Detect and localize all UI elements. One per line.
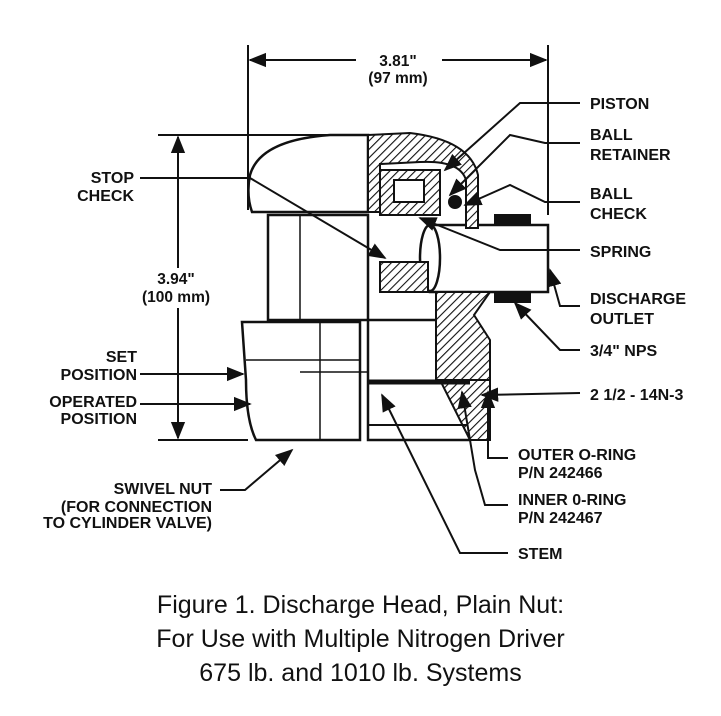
label-thread: 2 1/2 - 14N-3 (590, 387, 683, 404)
label-stop-check-2: CHECK (77, 188, 134, 205)
label-nps: 3/4" NPS (590, 343, 658, 360)
hex-body (266, 213, 370, 322)
figure-caption: Figure 1. Discharge Head, Plain Nut: For… (0, 588, 721, 690)
label-outer-oring-1: OUTER O-RING (518, 447, 636, 464)
leader-lines (140, 102, 581, 554)
o-rings (300, 371, 470, 426)
label-discharge-outlet-2: OUTLET (590, 311, 654, 328)
ball-check (448, 195, 462, 209)
swivel-nut (240, 320, 362, 442)
labels: PISTON BALL RETAINER BALL CHECK SPRING D… (43, 96, 686, 563)
label-spring: SPRING (590, 244, 651, 261)
label-operated-position-1: OPERATED (49, 394, 137, 411)
label-inner-oring-1: INNER 0-RING (518, 492, 626, 509)
label-ball-retainer-1: BALL (590, 127, 633, 144)
top-cap (247, 133, 370, 214)
label-operated-position-2: POSITION (61, 411, 137, 428)
caption-line-3: 675 lb. and 1010 lb. Systems (199, 659, 522, 687)
label-ball-retainer-2: RETAINER (590, 147, 671, 164)
label-swivel-nut-3: TO CYLINDER VALVE) (43, 515, 212, 532)
label-outer-oring-2: P/N 242466 (518, 465, 603, 482)
height-inches: 3.94" (157, 271, 195, 288)
height-mm: (100 mm) (142, 289, 210, 306)
label-stem: STEM (518, 546, 562, 563)
label-discharge-outlet-1: DISCHARGE (590, 291, 686, 308)
label-set-position-2: POSITION (61, 367, 137, 384)
label-ball-check-1: BALL (590, 186, 633, 203)
label-piston: PISTON (590, 96, 649, 113)
label-stop-check-1: STOP (91, 170, 135, 187)
caption-line-2: For Use with Multiple Nitrogen Driver (156, 625, 565, 653)
label-inner-oring-2: P/N 242467 (518, 510, 603, 527)
width-mm: (97 mm) (368, 70, 427, 87)
label-ball-check-2: CHECK (590, 206, 647, 223)
stem-plate (379, 261, 429, 293)
caption-line-1: Figure 1. Discharge Head, Plain Nut: (156, 591, 565, 619)
discharge-outlet-tube (428, 223, 550, 294)
width-inches: 3.81" (379, 53, 417, 70)
label-swivel-nut-2: (FOR CONNECTION (61, 499, 212, 516)
label-swivel-nut-1: SWIVEL NUT (114, 481, 213, 498)
label-set-position-1: SET (106, 349, 137, 366)
